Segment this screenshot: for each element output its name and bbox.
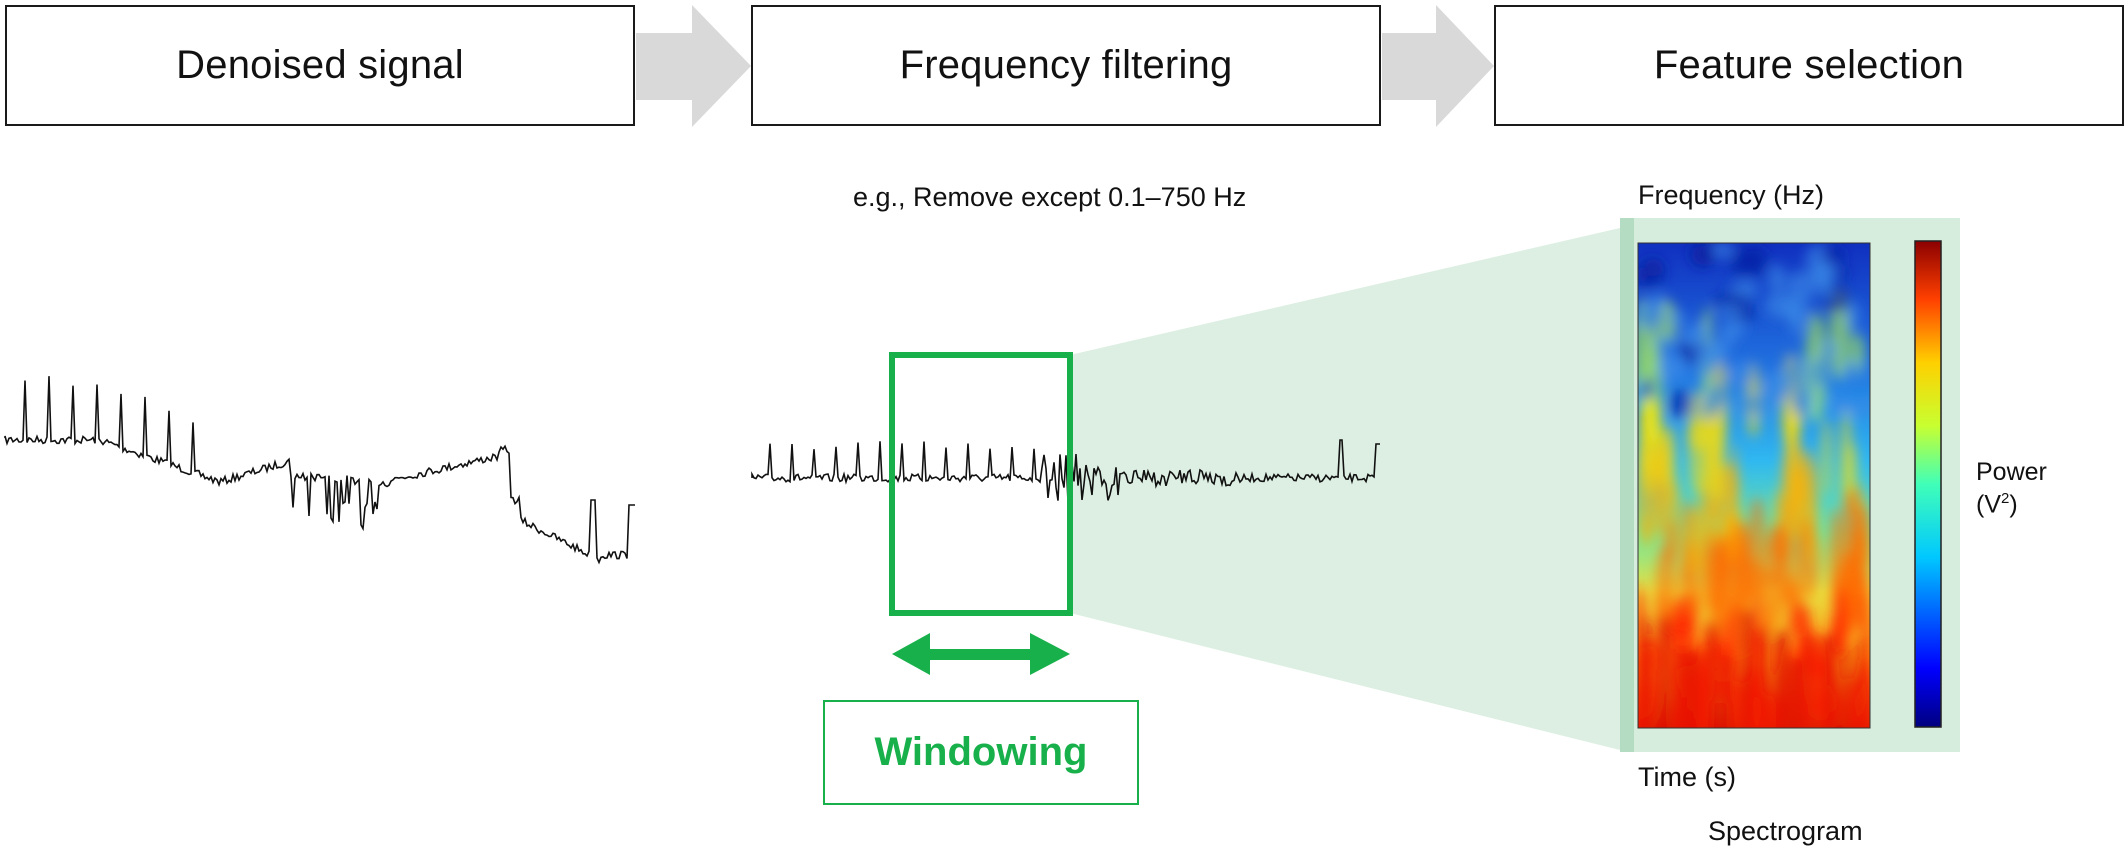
spectrogram-blob — [1691, 245, 1714, 269]
spectrogram-blob — [1786, 270, 1818, 301]
windowing-label-box: Windowing — [823, 700, 1139, 805]
spectrogram-blob — [1841, 485, 1862, 602]
spectrogram-blob — [1806, 505, 1817, 565]
spectrogram-blob — [1723, 317, 1746, 339]
spectrogram-streak — [1708, 623, 1716, 728]
spectrogram-blob — [1808, 357, 1830, 389]
spectrogram-blob — [1658, 354, 1677, 379]
time-axis-label: Time (s) — [1638, 762, 1736, 792]
spectrogram-blob — [1728, 459, 1739, 565]
spectrogram-streak — [1641, 619, 1649, 728]
spectrogram-blob — [1641, 517, 1653, 548]
spectrogram-blob — [1649, 292, 1666, 314]
spectrogram-streak — [1807, 636, 1813, 728]
spectrogram-blob — [1684, 322, 1712, 350]
filtered-signal-trace — [751, 439, 1380, 503]
spectrogram-blob — [1713, 533, 1735, 580]
spectrogram-blob — [1739, 393, 1770, 415]
spectrogram-streak — [1777, 630, 1787, 728]
spectrogram-blob — [1821, 245, 1846, 266]
zoom-highlight — [1070, 228, 1620, 750]
stage-label: Frequency filtering — [899, 43, 1233, 87]
spectrogram-blob — [1828, 396, 1851, 410]
colorbar-label: Power — [1976, 458, 2047, 486]
spectrogram-streak — [1825, 635, 1834, 728]
spectrogram-blob — [1821, 418, 1832, 497]
spectrogram-blob — [1850, 573, 1870, 628]
spectrogram-blob — [1667, 388, 1694, 419]
spectrogram-blob — [1665, 520, 1677, 566]
stage-box-feature-selection: Feature selection — [1494, 5, 2124, 126]
spectrogram-blob — [1730, 246, 1755, 277]
colorbar — [1914, 240, 1942, 728]
process-arrow-2 — [1382, 5, 1494, 127]
spectrogram-streak — [1723, 655, 1731, 728]
spectrogram-blob — [1706, 381, 1730, 408]
windowing-label: Windowing — [874, 730, 1088, 774]
spectrogram-streak — [1742, 611, 1752, 728]
spectrogram-blob — [1820, 277, 1833, 302]
spectrogram-caption: Spectrogram — [1708, 816, 1863, 846]
spectrogram-streak — [1842, 648, 1849, 728]
spectrogram-blob — [1645, 258, 1664, 277]
spectrogram-blob — [1840, 362, 1867, 379]
spectrogram-streak — [1659, 617, 1669, 728]
spectrogram-blob — [1768, 264, 1786, 294]
spectrogram-blob — [1656, 427, 1671, 487]
spectrogram-blob — [1638, 267, 1649, 286]
spectrogram-streak — [1791, 658, 1802, 728]
spectrogram-blob — [1772, 525, 1790, 564]
spectrogram-streak — [1858, 639, 1864, 728]
spectrogram-blob — [1759, 567, 1778, 636]
stage-box-frequency-filtering: Frequency filtering — [751, 5, 1381, 126]
spectrogram-blob — [1736, 523, 1748, 626]
stage-label: Denoised signal — [176, 43, 464, 87]
spectrogram-blob — [1846, 442, 1857, 492]
spectrogram-blob — [1849, 400, 1870, 415]
spectrogram-blob — [1703, 341, 1728, 367]
spectrogram-streak — [1760, 627, 1768, 728]
spectrogram-streak — [1689, 650, 1699, 728]
spectrogram-blob — [1728, 362, 1757, 385]
spectrogram-blob — [1787, 433, 1803, 541]
spectrogram-blob — [1784, 357, 1806, 386]
spectrogram-blob — [1828, 507, 1843, 611]
window-width-arrow — [892, 633, 1070, 675]
spectrogram-blob — [1653, 334, 1676, 351]
spectrogram-blob — [1731, 280, 1759, 298]
spectrogram-border — [1637, 242, 1871, 729]
spectrogram-blob — [1743, 558, 1765, 602]
spectrogram-streak — [1677, 648, 1685, 728]
spectrogram-blob — [1638, 381, 1650, 402]
spectrogram-blob — [1687, 418, 1710, 451]
spectrogram-blob — [1788, 602, 1808, 638]
spectrogram-blob — [1808, 650, 1830, 721]
spectrogram-blob — [1822, 341, 1836, 359]
spectrogram-blob — [1834, 587, 1851, 645]
spectrogram-blob — [1716, 303, 1745, 318]
spectrogram-blob — [1715, 396, 1724, 505]
spectrogram-blob — [1712, 243, 1734, 259]
stage-box-denoised-signal: Denoised signal — [5, 5, 635, 126]
spectrogram-blob — [1667, 311, 1688, 327]
spectrogram-blob — [1846, 300, 1861, 329]
spectrogram-blob — [1691, 586, 1701, 619]
spectrogram-blob — [1685, 505, 1703, 574]
denoised-signal-trace — [4, 376, 635, 565]
spectrogram-blob — [1705, 497, 1727, 546]
spectrogram-image — [1638, 243, 1870, 728]
stage-label: Feature selection — [1653, 43, 1965, 87]
process-arrow-1 — [636, 5, 751, 127]
filter-example-note: e.g., Remove except 0.1–750 Hz — [853, 182, 1247, 212]
spectrogram-blob — [1774, 370, 1790, 403]
colorbar-unit: (V2) — [1976, 490, 2018, 519]
spectrogram-blob — [1765, 292, 1794, 319]
spectrogram-blob — [1735, 680, 1745, 728]
window-rectangle — [889, 352, 1073, 616]
spectrogram-blob — [1790, 384, 1813, 409]
frame-edge — [1620, 218, 1634, 752]
frequency-axis-label: Frequency (Hz) — [1638, 180, 1825, 210]
